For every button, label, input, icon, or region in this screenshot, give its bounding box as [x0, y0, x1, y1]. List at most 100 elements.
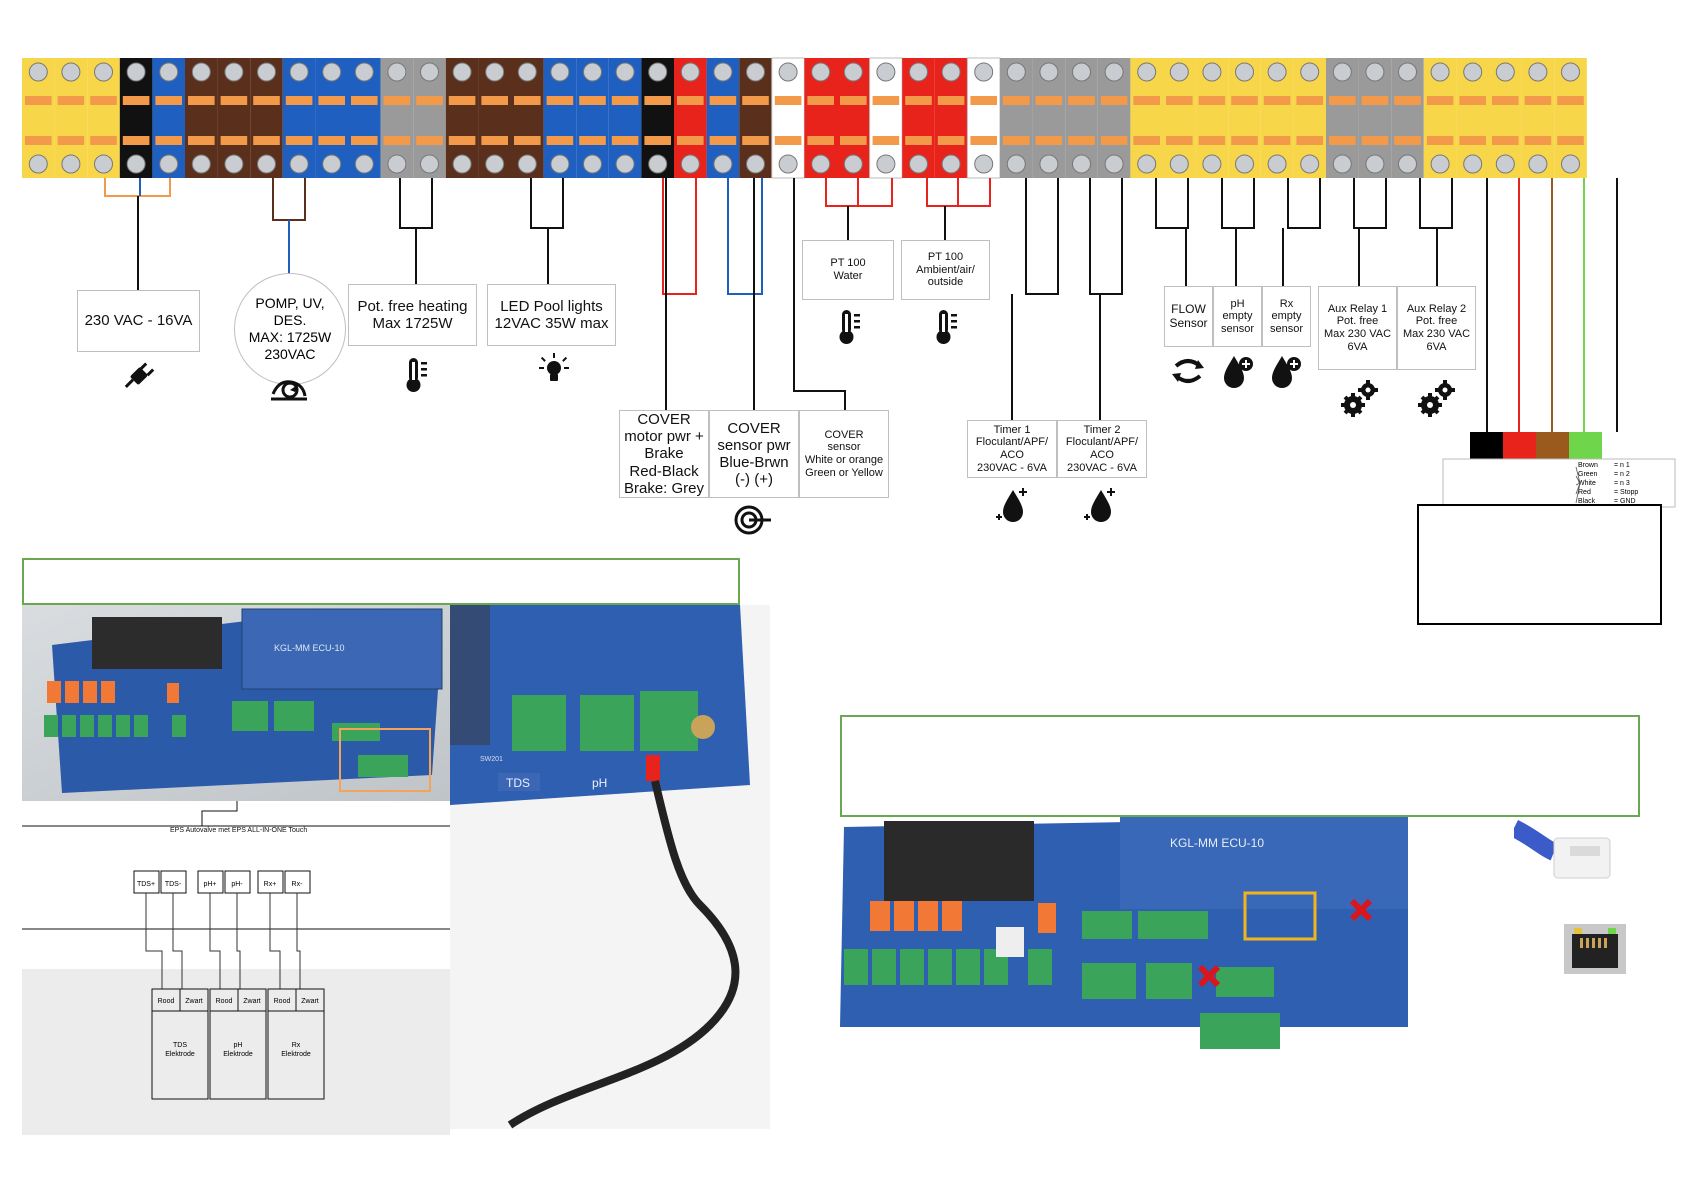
terminal-screw — [550, 62, 570, 82]
terminal-lever — [1068, 96, 1095, 105]
legend-brown-value: = n 1 — [1614, 462, 1630, 469]
closeup-photo: TDS pH SW201 — [450, 605, 770, 1129]
terminal-screw — [1104, 62, 1124, 82]
terminal-lever — [611, 96, 639, 105]
terminal-lever — [807, 96, 834, 105]
terminal-lever — [1296, 96, 1323, 105]
closeup-label-sw201: SW201 — [480, 756, 503, 763]
dosing-drop-icon-1 — [996, 488, 1027, 522]
terminal-lever — [448, 96, 476, 105]
terminal-screw — [485, 62, 505, 82]
terminal-lever — [1100, 96, 1128, 105]
terminal-lever — [709, 96, 737, 105]
scheme-wire — [236, 893, 241, 989]
cable-legend: Brown = n 1 Green = n 2 White = n 3 Red … — [1442, 458, 1676, 508]
terminal-lever — [253, 136, 280, 145]
terminal-lever — [416, 96, 443, 105]
terminal-screw — [811, 62, 831, 82]
terminal-lever — [644, 136, 671, 145]
terminal-screw — [648, 154, 668, 174]
terminal-lever — [57, 136, 85, 145]
terminal-screw — [61, 154, 81, 174]
scheme-wire-label: Rood — [216, 998, 233, 1005]
terminal-screw — [1332, 62, 1352, 82]
terminal-screw — [680, 62, 700, 82]
terminal-lever — [57, 96, 85, 105]
notes-box — [1417, 504, 1662, 625]
scheme-terminal-label: pH- — [231, 881, 243, 888]
terminal-lever — [1068, 136, 1095, 145]
terminal-lever — [1329, 96, 1356, 105]
scheme-electrode-label: pH — [234, 1042, 243, 1049]
board-photo-title: KGL-MM ECU-10 — [274, 643, 345, 653]
terminal-screw — [1235, 154, 1254, 174]
terminal-lever — [1426, 136, 1454, 145]
terminal-lever — [1524, 96, 1552, 105]
terminal-screw — [257, 154, 276, 174]
terminal-screw — [126, 154, 146, 174]
terminal-lever — [1166, 136, 1193, 145]
terminal-lever — [1198, 96, 1226, 105]
terminal-lever — [774, 136, 802, 145]
scheme-terminal-label: TDS+ — [137, 881, 155, 888]
scheme-terminal-label: Rx- — [292, 881, 304, 888]
terminal-screw — [224, 154, 244, 174]
scheme-wire-label: Zwart — [301, 998, 319, 1005]
terminal-screw — [583, 154, 602, 174]
terminal-screw — [778, 62, 798, 82]
bulb-icon — [539, 353, 569, 381]
terminal-lever — [1035, 96, 1063, 105]
terminal-screw — [28, 154, 48, 174]
terminal-lever — [579, 96, 606, 105]
terminal-screw — [1137, 154, 1157, 174]
terminal-lever — [1296, 136, 1323, 145]
terminal-lever — [840, 136, 867, 145]
terminal-lever — [122, 136, 150, 145]
terminal-lever — [840, 96, 867, 105]
terminal-lever — [1263, 136, 1291, 145]
scheme-electrode-label: Elektrode — [223, 1051, 253, 1058]
power-label: 230 VAC - 16VA — [77, 290, 200, 352]
terminal-lever — [937, 96, 965, 105]
terminal-lever — [970, 96, 997, 105]
terminal-lever — [1231, 96, 1258, 105]
terminal-lever — [742, 96, 769, 105]
scheme-wire-label: Rood — [274, 998, 291, 1005]
terminal-lever — [774, 96, 802, 105]
scheme-terminal-label: pH+ — [203, 881, 216, 888]
terminal-screw — [1072, 154, 1091, 174]
terminal-screw — [1495, 62, 1515, 82]
terminal-screw — [420, 62, 439, 82]
legend-red-value: = Stopp — [1614, 489, 1638, 496]
terminal-screw — [1430, 62, 1450, 82]
rj45-socket-icon — [1564, 924, 1626, 974]
terminal-lever — [416, 136, 443, 145]
wiring-caption: EPS Autovalve met EPS ALL-IN-ONE Touch — [170, 827, 307, 834]
terminal-screw — [159, 62, 179, 82]
terminal-screw — [843, 62, 863, 82]
terminal-lever — [807, 136, 834, 145]
terminal-lever — [1492, 136, 1519, 145]
terminal-screw — [1235, 62, 1254, 82]
terminal-screw — [94, 62, 113, 82]
terminal-screw — [191, 154, 211, 174]
terminal-screw — [1006, 62, 1026, 82]
terminal-lever — [677, 96, 704, 105]
scheme-terminal-label: Rx+ — [264, 881, 277, 888]
terminal-screw — [1332, 154, 1352, 174]
terminal-lever — [481, 96, 508, 105]
gears-icon-1 — [1341, 380, 1378, 417]
terminal-screw — [159, 154, 179, 174]
terminal-screw — [778, 154, 798, 174]
terminal-screw — [1365, 154, 1385, 174]
scheme-electrode-label: Rx — [292, 1042, 301, 1049]
thermometer-water-icon — [839, 310, 860, 344]
terminal-screw — [191, 62, 211, 82]
